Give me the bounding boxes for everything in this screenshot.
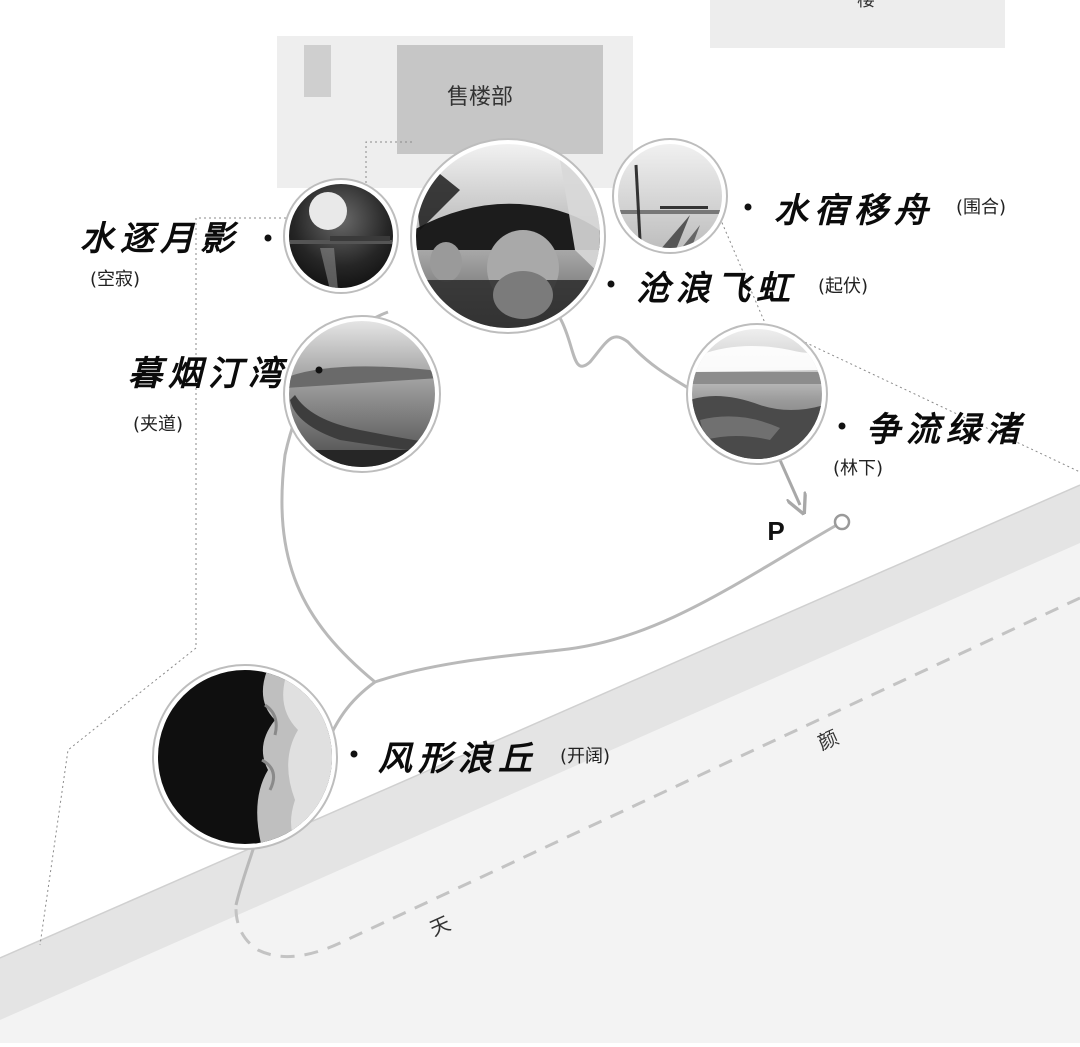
spot-causeway-name: 暮烟汀湾 (128, 354, 288, 394)
spot-shore-photo[interactable] (686, 323, 828, 465)
spot-causeway-note: (夹道) (133, 414, 183, 435)
dot-icon (350, 750, 358, 758)
spot-reeds-name: 水宿移舟 (774, 191, 934, 231)
spot-bridge-photo[interactable] (410, 138, 606, 340)
spot-waves-note: (开阔) (560, 746, 610, 767)
spot-reeds-note: (围合) (956, 197, 1006, 218)
boundary-top (365, 141, 412, 188)
spot-shore-note: (林下) (833, 458, 883, 479)
spot-bridge-name: 沧浪飞虹 (636, 269, 796, 309)
road-edge-line (0, 484, 1080, 959)
spot-moon-photo[interactable] (283, 178, 399, 294)
parking-icon[interactable]: P (767, 516, 784, 546)
dot-icon (264, 234, 272, 242)
dot-icon (607, 280, 615, 288)
dashed-route (234, 596, 1080, 959)
spot-moon-name: 水逐月影 (80, 219, 240, 259)
sales-office-building[interactable] (397, 45, 603, 154)
walking-path-north[interactable] (558, 317, 701, 397)
dot-icon (838, 422, 846, 430)
spot-moon-note: (空寂) (90, 269, 140, 290)
boundary-right (719, 217, 1080, 473)
dot-icon (744, 203, 752, 211)
sales-office-label: 售楼部 (447, 85, 513, 110)
spot-waves-photo[interactable] (152, 664, 340, 850)
sales-office-small-block (304, 45, 331, 97)
boundary-left (39, 217, 286, 946)
spot-shore-name: 争流绿渚 (866, 410, 1026, 450)
spot-causeway-photo[interactable] (283, 315, 445, 480)
spot-waves-name: 风形浪丘 (378, 739, 538, 779)
dot-icon (315, 366, 323, 374)
circle-end-icon[interactable] (833, 513, 851, 531)
arrow-to-parking (778, 459, 800, 505)
building-label: 楼 (857, 0, 875, 11)
spot-bridge-note: (起伏) (818, 276, 868, 297)
spot-reeds-photo[interactable] (612, 138, 728, 254)
road-edge-band[interactable] (0, 485, 1080, 1020)
building-block (710, 0, 1005, 48)
